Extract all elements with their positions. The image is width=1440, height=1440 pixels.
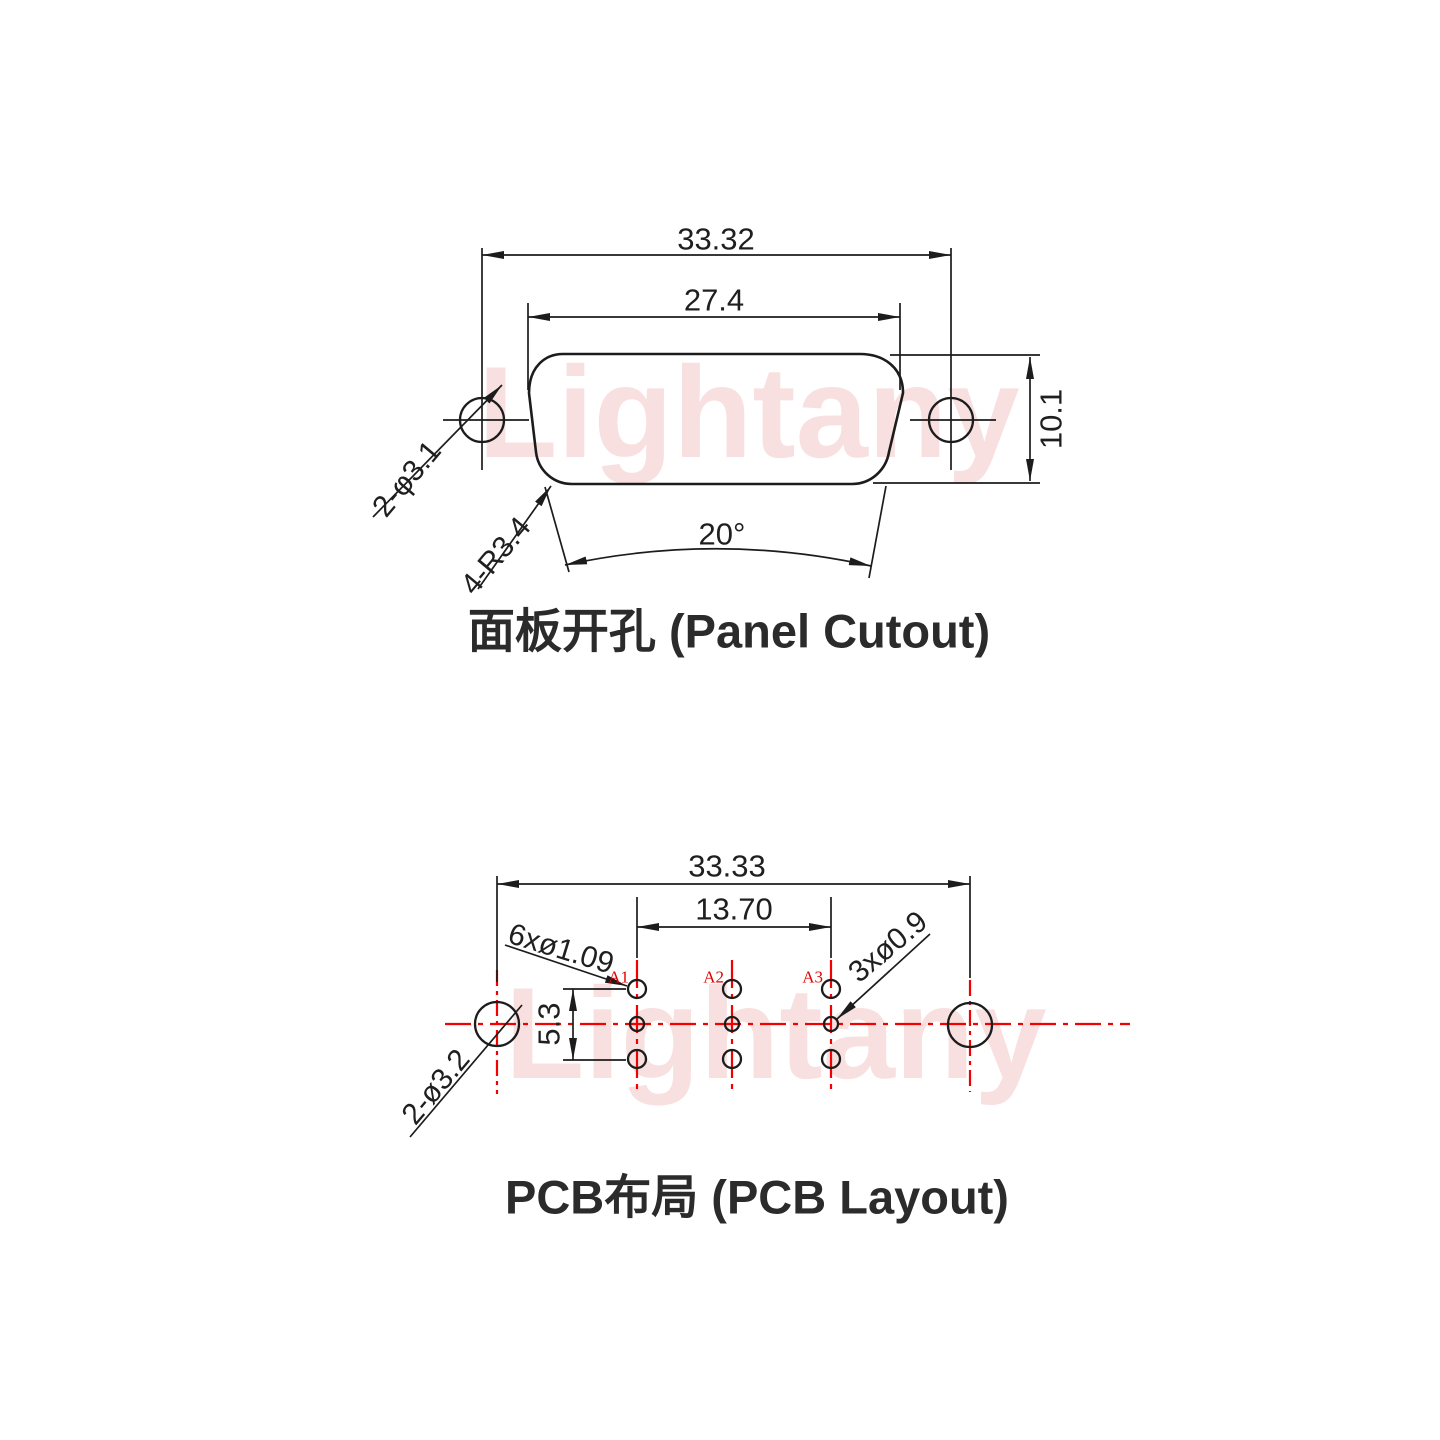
dim-text-overall-width: 33.32 (677, 222, 755, 257)
panel-cutout-drawing: 33.32 27.4 10.1 20° 2-φ3.1 4-R3.4 面板开孔 (… (366, 222, 1068, 658)
leader-corner-radius (477, 485, 552, 590)
leader-signal-holes (504, 944, 628, 987)
leader-coax-holes (836, 933, 931, 1020)
pin-label-a2: A2 (703, 968, 724, 987)
pin-hole-a3-bottom (820, 1048, 842, 1070)
dim-text-opening-width: 27.4 (684, 283, 744, 318)
pin-label-a1: A1 (608, 968, 629, 987)
dim-text-height: 10.1 (1034, 389, 1069, 449)
callout-pcb-mount-holes: 2-ø3.2 (395, 1043, 476, 1131)
callout-corner-radius: 4-R3.4 (454, 511, 537, 601)
panel-cutout-title: 面板开孔 (Panel Cutout) (468, 605, 990, 658)
slant-extension-right (868, 485, 887, 579)
callout-mount-holes: 2-φ3.1 (366, 435, 448, 524)
pin-hole-a1-bottom (626, 1048, 648, 1070)
pin-hole-a2-bottom (721, 1048, 743, 1070)
pin-hole-a3-mid (822, 1015, 840, 1033)
dim-text-pcb-overall-width: 33.33 (688, 849, 766, 884)
pin-hole-a1-top (626, 978, 648, 1000)
slant-extension-left (544, 486, 570, 573)
pin-label-a3: A3 (802, 968, 823, 987)
leader-mount-holes (372, 384, 503, 518)
leader-pcb-mount-holes (409, 1004, 523, 1138)
dim-arc-20deg (564, 547, 872, 567)
pcb-mount-hole-left (473, 1000, 521, 1048)
dim-text-pin-span: 13.70 (695, 892, 773, 927)
watermark-text-bottom: Lightany (505, 960, 1047, 1106)
dim-text-row-span: 5.3 (532, 1002, 567, 1045)
pin-hole-a3-top (820, 978, 842, 1000)
dim-text-angle: 20° (699, 517, 746, 552)
pcb-mount-hole-right (946, 1001, 994, 1049)
pin-hole-a2-top (721, 978, 743, 1000)
pin-hole-a1-mid (628, 1015, 646, 1033)
pin-hole-a2-mid (723, 1015, 741, 1033)
pcb-layout-title: PCB布局 (PCB Layout) (505, 1171, 1009, 1224)
dsub-cutout-outline (527, 352, 905, 486)
watermark-text-top: Lightany (478, 339, 1020, 485)
